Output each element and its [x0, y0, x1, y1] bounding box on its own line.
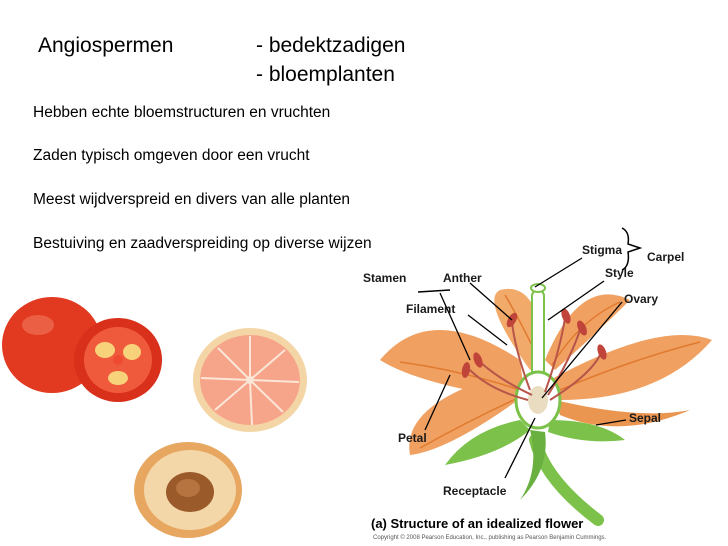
- label-stigma: Stigma: [582, 243, 623, 257]
- label-carpel: Carpel: [647, 250, 685, 264]
- label-ovary: Ovary: [624, 292, 659, 306]
- label-stamen: Stamen: [363, 271, 407, 285]
- label-anther: Anther: [443, 271, 482, 285]
- flower-diagram-image: [380, 227, 712, 526]
- label-filament: Filament: [406, 302, 456, 316]
- point-1: Hebben echte bloemstructuren en vruchten: [33, 104, 331, 121]
- page-title: Angiospermen: [38, 34, 174, 57]
- label-receptacle: Receptacle: [443, 484, 507, 498]
- synonym-2: - bloemplanten: [256, 63, 395, 86]
- tomato-half-image: [74, 318, 162, 402]
- label-style: Style: [605, 266, 634, 280]
- point-2: Zaden typisch omgeven door een vrucht: [33, 147, 310, 164]
- figure-caption: (a) Structure of an idealized flower: [371, 516, 584, 531]
- synonym-1: - bedektzadigen: [256, 34, 406, 57]
- label-sepal: Sepal: [629, 411, 662, 425]
- label-petal: Petal: [398, 431, 427, 445]
- peach-half-image: [134, 442, 242, 538]
- point-4: Bestuiving en zaadverspreiding op divers…: [33, 235, 372, 252]
- point-3: Meest wijdverspreid en divers van alle p…: [33, 191, 351, 208]
- grapefruit-half-image: [193, 328, 307, 432]
- copyright-text: Copyright © 2008 Pearson Education, Inc.…: [373, 535, 607, 541]
